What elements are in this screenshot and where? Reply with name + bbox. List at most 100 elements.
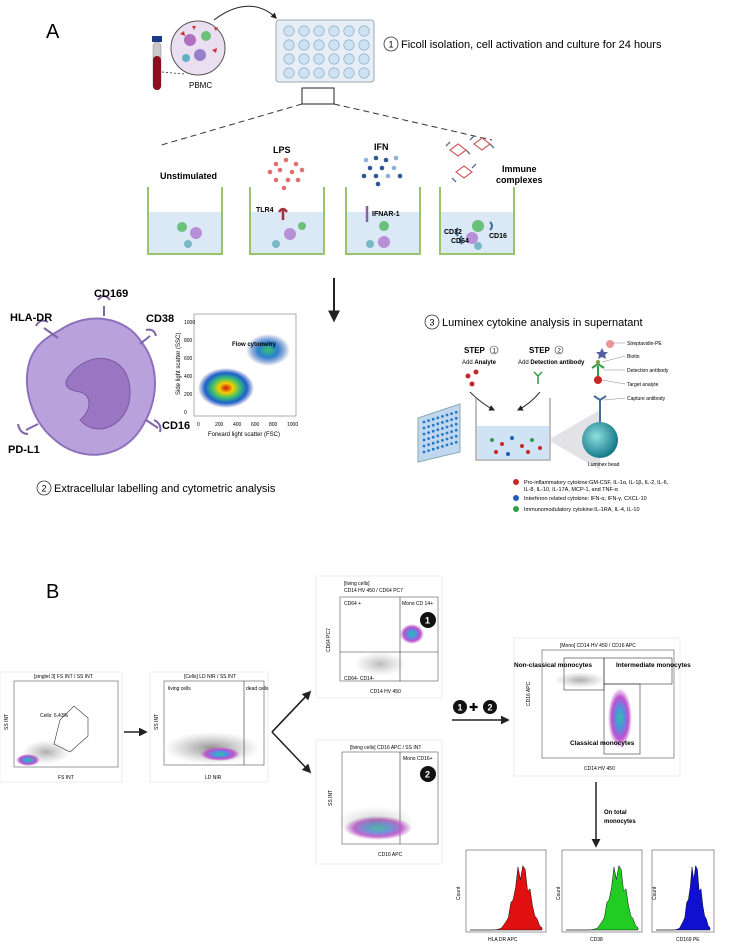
plate-well <box>427 449 430 452</box>
well-cells <box>177 206 493 250</box>
step1-text: Ficoll isolation, cell activation and cu… <box>401 39 662 51</box>
plate-well <box>450 412 453 415</box>
step2-circle <box>36 480 52 496</box>
plate-well <box>422 432 426 436</box>
flow-xtick: 800 <box>269 422 278 428</box>
marker-pd-l1: PD-L1 <box>8 444 40 456</box>
hist1-xlabel: HLA DR APC <box>488 937 518 943</box>
panel-a-label: A <box>46 21 60 43</box>
lps-molecules <box>267 157 305 191</box>
combine-badge-1-num: 1 <box>458 703 463 713</box>
plate-well <box>436 434 440 438</box>
plate-well <box>436 440 440 444</box>
receptor-tlr4: TLR4 <box>256 207 274 214</box>
flow-xtick: 1000 <box>287 422 298 428</box>
bead-label-detection: Detection antibody <box>627 368 669 374</box>
plot4-gate-label: Mono CD16+ <box>403 756 433 762</box>
plate-well <box>436 416 440 420</box>
plot5-title: [Mono] CD14 HV 450 / CD16 APC <box>560 643 636 649</box>
histogram-peak <box>656 864 711 931</box>
gating-plot-3 <box>315 575 443 699</box>
on-total-monocytes-line1: On total <box>604 810 627 816</box>
plate-well <box>427 437 430 440</box>
plot2-xlabel: LD NIR <box>205 775 222 781</box>
legend-proinflammatory: Pro-inflammatory cytokine:GM-CSF, IL-1α,… <box>524 480 669 486</box>
plate-well <box>358 67 370 79</box>
plate-well <box>283 53 295 65</box>
plate-well <box>431 429 435 433</box>
luminex-well-illustration <box>417 340 626 470</box>
plate-well <box>343 53 355 65</box>
plate-well <box>422 426 426 430</box>
panel-b-label: B <box>46 581 59 603</box>
plot4-badge <box>420 766 436 782</box>
luminex-step2-text: Add Detection antibody <box>518 360 585 366</box>
plot5-xlabel: CD14 HV 450 <box>584 766 615 772</box>
plot1-xlabel: FS INT <box>58 775 74 781</box>
plate-well <box>422 444 426 448</box>
plot5-intermediate: Intermediate monocytes <box>616 662 691 669</box>
plot3-badge <box>420 612 436 628</box>
marker-cd38: CD38 <box>146 313 174 325</box>
plate-well <box>450 430 453 433</box>
flow-ytick: 1000 <box>184 320 195 326</box>
flow-xtick: 400 <box>233 422 242 428</box>
bead-label-capture: Capture antibody <box>627 396 666 402</box>
immune-complex-icons <box>445 135 495 183</box>
step1-circle <box>383 36 399 52</box>
plate-well <box>441 421 444 424</box>
plate-well <box>445 437 449 441</box>
plate-well <box>298 67 310 79</box>
plate-well <box>313 39 325 51</box>
receptor-ifnar1: IFNAR-1 <box>372 211 400 218</box>
plate-well <box>445 425 449 429</box>
curved-arrow <box>213 5 277 21</box>
lps-dot <box>285 177 291 183</box>
lps-dot <box>283 157 289 163</box>
combine-badge-1 <box>453 700 467 714</box>
bead-label-biotin: Biotin <box>627 354 640 360</box>
plot3-xlabel: CD14 HV 450 <box>370 689 401 695</box>
flow-ytick: 600 <box>184 356 193 362</box>
plate-well <box>454 410 458 414</box>
lps-dot <box>277 167 283 173</box>
receptor-cd32: CD32 <box>444 229 462 236</box>
plot2-ylabel: SS INT <box>154 714 160 730</box>
plate-well <box>313 67 325 79</box>
plate-well <box>450 442 453 445</box>
flow-xtick: 600 <box>251 422 260 428</box>
flow-title: Flow cytometry <box>232 342 277 348</box>
receptor-cd16: CD16 <box>489 233 507 240</box>
plot3-quadrant-neg: CD64- CD14- <box>344 676 375 682</box>
flow-ytick: 400 <box>184 374 193 380</box>
blood-tube-icon <box>152 36 162 91</box>
pbmc-label: PBMC <box>189 81 212 90</box>
plate-well <box>445 419 449 423</box>
luminex-bead-label: Luminex bead <box>588 462 620 468</box>
bead-label-analyte: Target analyte <box>627 382 659 388</box>
luminex-step-word-2: STEP <box>529 346 551 355</box>
lps-dot <box>299 167 305 173</box>
zoom-box <box>301 87 335 105</box>
plot4-xlabel: CD16 APC <box>378 852 403 858</box>
plot4-badge-num: 2 <box>425 770 430 780</box>
plate-well <box>422 420 426 424</box>
plot3-quadrant-cd64: CD64 + <box>344 601 361 607</box>
condition-lps: LPS <box>273 145 291 155</box>
bead-label-streptavidin: Streptavidin-PE <box>627 341 662 347</box>
legend-dot-interferon <box>513 495 519 501</box>
step2-number: 2 <box>42 484 47 494</box>
gating-plot-4 <box>315 739 443 865</box>
plate-well <box>436 422 440 426</box>
ifn-dot <box>361 173 367 179</box>
flow-xtick: 200 <box>215 422 224 428</box>
combine-plus: ✚ <box>469 702 478 714</box>
plate-well <box>298 53 310 65</box>
hist2-ylabel: Count <box>556 886 562 900</box>
step3-circle <box>424 314 440 330</box>
flow-ytick: 0 <box>184 410 187 416</box>
plate-well <box>441 433 444 436</box>
branch-arrows <box>271 691 310 772</box>
condition-immune-complexes-line1: Immune <box>502 164 537 174</box>
gating-plot-5 <box>513 637 681 777</box>
